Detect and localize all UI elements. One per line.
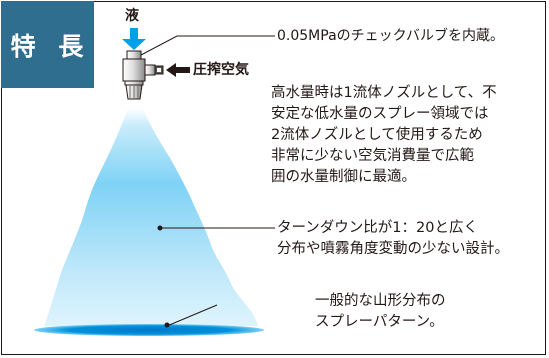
distribution-line: スプレーパターン。 (315, 314, 444, 330)
distribution-callout: 一般的な山形分布の スプレーパターン。 (315, 291, 446, 333)
leader-lines (140, 35, 275, 327)
feature-badge-label: 特 長 (10, 31, 91, 61)
leader-dot-turndown (157, 225, 163, 231)
air-arrow-icon (166, 63, 190, 77)
feature-badge: 特 長 (1, 1, 94, 88)
leader-dot-distribution (164, 322, 170, 328)
spray-pool (34, 324, 264, 336)
turndown-line: ターンダウン比が1：20と広く (277, 220, 478, 236)
nozzle-icon (122, 50, 164, 100)
low-flow-line: 2流体ノズルとして使用するため (271, 127, 483, 143)
low-flow-line: 安定な低水量のスプレー領域では (271, 106, 489, 122)
turndown-line: 分布や噴霧角度変動の少ない設計。 (277, 241, 509, 257)
distribution-line: 一般的な山形分布の (315, 293, 446, 309)
check-valve-callout: 0.05MPaのチェックバルブを内蔵。 (277, 28, 504, 44)
spray-cone (44, 108, 258, 326)
low-flow-callout: 高水量時は1流体ノズルとして、不 安定な低水量のスプレー領域では 2流体ノズルと… (271, 83, 497, 188)
turndown-callout: ターンダウン比が1：20と広く 分布や噴霧角度変動の少ない設計。 (277, 218, 509, 260)
low-flow-line: 高水量時は1流体ノズルとして、不 (271, 85, 497, 101)
low-flow-line: 囲の水量制御に最適。 (271, 169, 416, 185)
liquid-label: 液 (125, 8, 139, 24)
low-flow-line: 非常に少ない空気消費量で広範 (271, 148, 474, 164)
liquid-arrow-icon (122, 28, 146, 50)
air-label: 圧搾空気 (193, 62, 249, 78)
